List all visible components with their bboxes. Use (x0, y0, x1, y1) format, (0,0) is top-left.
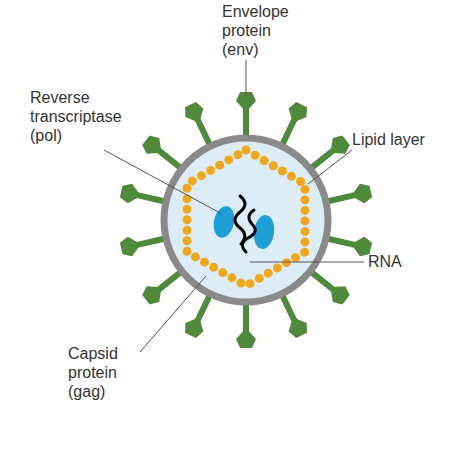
part-label: Envelope protein (env) (222, 2, 304, 59)
capsid-dots (187, 150, 305, 286)
part-label: Lipid layer (352, 130, 425, 149)
envelope-spikes (119, 92, 373, 348)
lipid-layer (164, 138, 328, 302)
part-label: RNA (368, 252, 402, 271)
leader-lines (104, 60, 364, 352)
rna-strand (242, 210, 255, 252)
part-label: Reverse transcriptase (pol) (30, 88, 138, 145)
rna-strand (235, 196, 245, 244)
part-label: Capsid protein (gag) (68, 344, 140, 401)
